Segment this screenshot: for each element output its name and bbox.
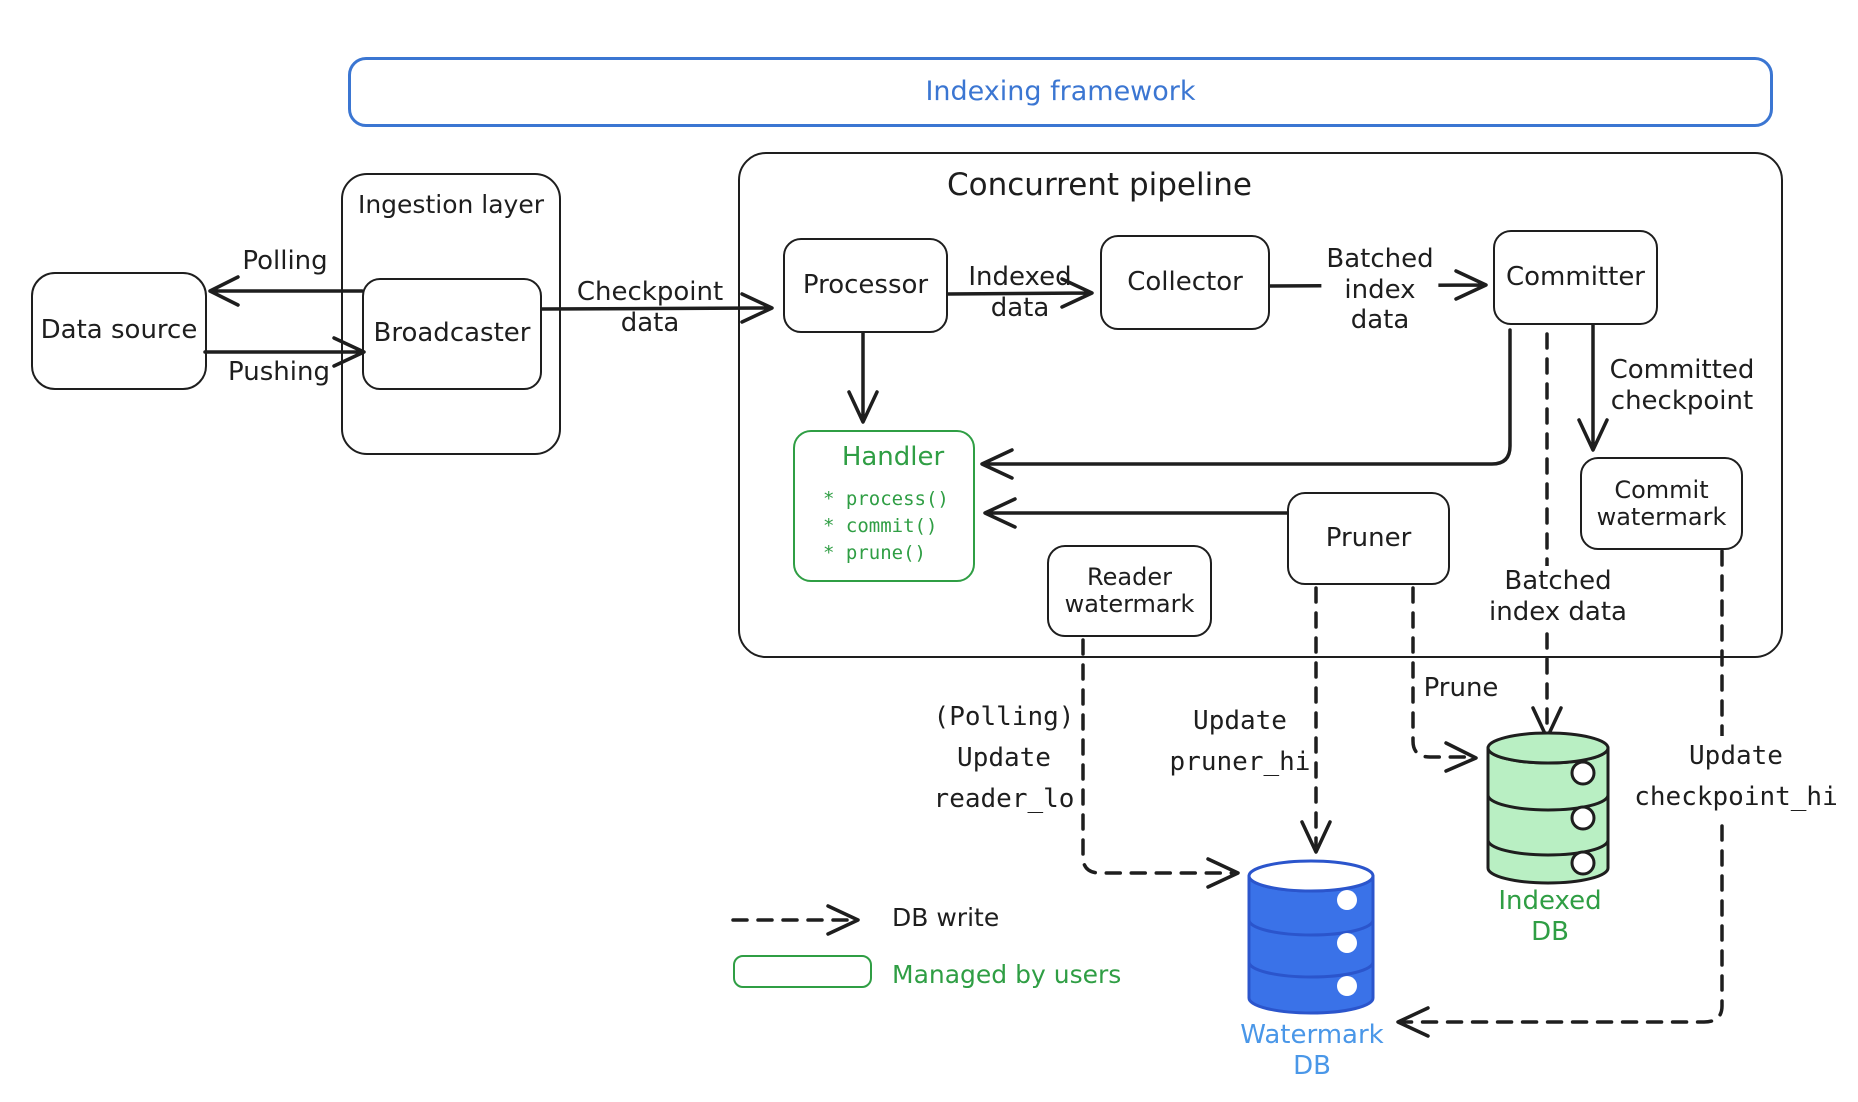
- committer-label: Committer: [1505, 261, 1645, 292]
- indexed-db-dot-2: [1570, 805, 1596, 831]
- watermark-db-body: [1247, 874, 1375, 1015]
- data-source-label: Data source: [40, 315, 198, 346]
- polling-arrow: [208, 275, 364, 307]
- indexed-db-dot-3: [1570, 850, 1596, 876]
- indexed-db-seam-1: [1486, 793, 1610, 812]
- processor-node: Processor: [783, 238, 948, 333]
- prune-label: Prune: [1423, 673, 1499, 703]
- indexed-db-top: [1486, 731, 1610, 765]
- legend-db-write-arrowhead: [826, 904, 860, 936]
- watermark-db-dot-1: [1337, 890, 1357, 910]
- handler-method-process: * process(): [823, 488, 949, 511]
- broadcaster-node: Broadcaster: [362, 278, 542, 390]
- indexed-db-label: Indexed DB: [1498, 886, 1602, 947]
- commit-watermark-label: Commit watermark: [1596, 475, 1727, 531]
- batched-index-to-indexed-db-arrowhead: [1531, 706, 1563, 740]
- watermark-db-label: Watermark DB: [1240, 1020, 1384, 1081]
- update-pruner-hi-label: Update pruner_hi: [1169, 706, 1311, 778]
- committer-node: Committer: [1493, 230, 1658, 325]
- legend-db-write-label: DB write: [892, 903, 1000, 932]
- handler-title: Handler: [841, 442, 945, 472]
- prune-arrowhead: [1444, 741, 1478, 773]
- indexing-framework-title: Indexing framework: [925, 75, 1196, 107]
- committed-checkpoint-label: Committed checkpoint: [1609, 355, 1755, 416]
- data-source-node: Data source: [31, 272, 207, 390]
- collector-label: Collector: [1127, 266, 1243, 297]
- watermark-db-cylinder: [1247, 859, 1375, 1015]
- indexed-data-label: Indexed data: [968, 262, 1072, 323]
- pushing-label: Pushing: [228, 357, 330, 387]
- watermark-db-top: [1247, 859, 1375, 893]
- pruner-label: Pruner: [1325, 522, 1412, 553]
- indexed-db-cylinder: [1486, 731, 1610, 885]
- indexing-framework-frame: Indexing framework: [348, 57, 1773, 127]
- collector-node: Collector: [1100, 235, 1270, 330]
- processor-label: Processor: [802, 269, 929, 300]
- indexed-db-dot-1: [1570, 760, 1596, 786]
- batched-index-data-bottom-label: Batched index data: [1484, 566, 1632, 628]
- commit-watermark-node: Commit watermark: [1580, 457, 1743, 550]
- update-checkpoint-hi-arrowhead: [1396, 1006, 1430, 1038]
- update-checkpoint-hi-label: Update checkpoint_hi: [1629, 736, 1843, 819]
- watermark-db-dot-2: [1337, 933, 1357, 953]
- indexed-db-seam-2: [1486, 838, 1610, 857]
- handler-node: Handler * process() * commit() * prune(): [793, 430, 975, 582]
- reader-watermark-label: Reader watermark: [1064, 563, 1195, 618]
- update-reader-lo-arrowhead: [1206, 857, 1240, 889]
- polling-label: Polling: [242, 246, 328, 276]
- pruner-node: Pruner: [1287, 492, 1450, 585]
- watermark-db-seam-1: [1247, 918, 1375, 937]
- handler-method-prune: * prune(): [823, 542, 926, 565]
- broadcaster-label: Broadcaster: [373, 318, 531, 349]
- ingestion-layer-title: Ingestion layer: [357, 190, 545, 219]
- indexed-db-body: [1486, 746, 1610, 885]
- watermark-db-seam-2: [1247, 960, 1375, 979]
- reader-watermark-node: Reader watermark: [1047, 545, 1212, 637]
- update-pruner-hi-arrowhead: [1300, 820, 1332, 854]
- watermark-db-dot-3: [1337, 976, 1357, 996]
- update-reader-lo-label: (Polling) Update reader_lo: [933, 702, 1075, 815]
- concurrent-pipeline-title: Concurrent pipeline: [947, 167, 1252, 203]
- legend-managed-by-users-label: Managed by users: [892, 960, 1122, 989]
- batched-index-data-top-label: Batched index data: [1321, 244, 1439, 337]
- managed-by-users-swatch: [733, 955, 872, 988]
- handler-method-commit: * commit(): [823, 515, 938, 538]
- checkpoint-data-label: Checkpoint data: [576, 277, 724, 338]
